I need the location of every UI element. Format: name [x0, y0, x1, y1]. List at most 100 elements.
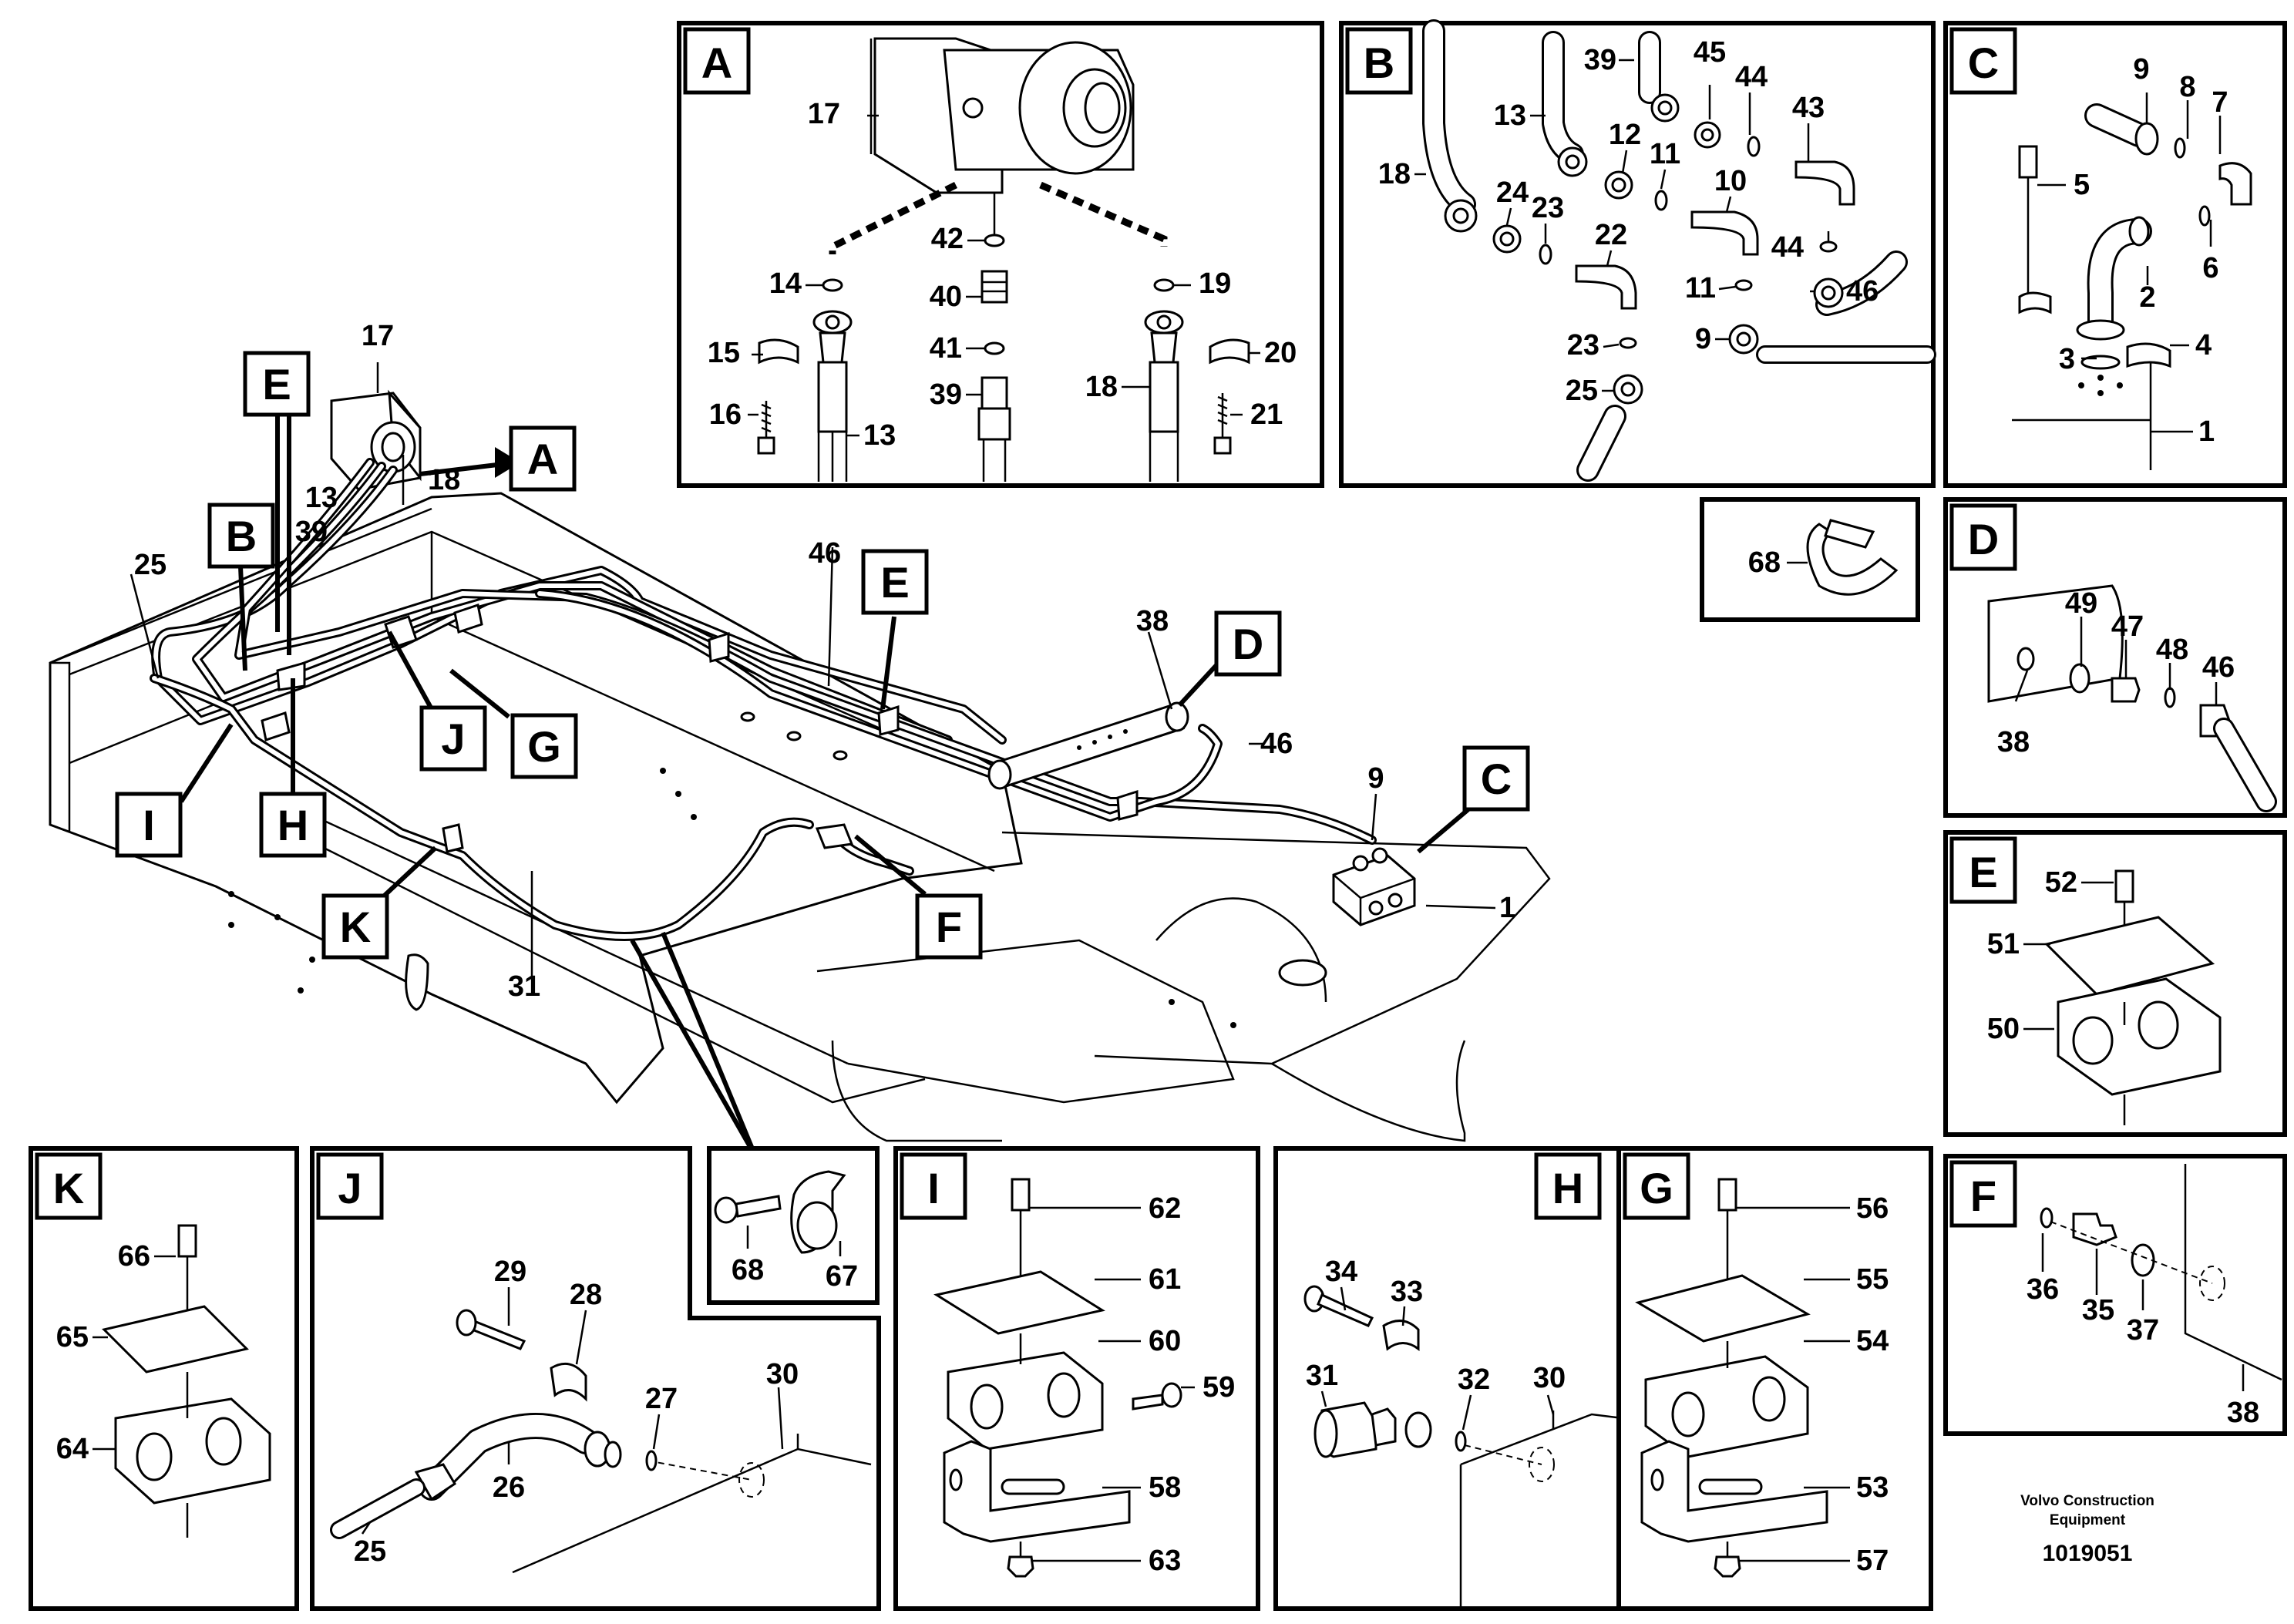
panel-c-letter: C — [1968, 39, 1999, 87]
part-label: 68 — [1748, 546, 1781, 579]
part-label: 47 — [2111, 610, 2144, 643]
part-label: 42 — [931, 223, 964, 255]
part-label: 65 — [56, 1321, 89, 1353]
panel-g-letter: G — [1640, 1164, 1673, 1212]
part-label: 46 — [1846, 275, 1879, 308]
part-label: 19 — [1199, 267, 1231, 300]
callout-a: A — [527, 435, 558, 483]
part-label: 9 — [1367, 762, 1384, 795]
panel-b: B — [1339, 19, 1936, 488]
part-label: 31 — [508, 970, 540, 1003]
panel-i: I 62 61 60 59 58 63 — [893, 1146, 1260, 1611]
part-label: 30 — [766, 1358, 799, 1390]
part-label: 44 — [1771, 231, 1804, 264]
company-name-line2: Equipment — [2050, 1512, 2126, 1528]
panel-c: C 9 8 7 5 6 2 3 4 — [1943, 21, 2287, 488]
footer: Volvo Construction Equipment 1019051 — [2020, 1493, 2154, 1566]
part-label: 68 — [732, 1254, 764, 1286]
part-label: 51 — [1987, 928, 2020, 960]
part-label: 44 — [1735, 61, 1768, 93]
part-label: 32 — [1458, 1363, 1490, 1396]
part-label: 40 — [930, 281, 962, 313]
callout-j: J — [441, 714, 465, 763]
part-label: 46 — [2202, 651, 2235, 684]
panel-d: D 49 47 48 46 38 — [1943, 497, 2287, 818]
part-label: 10 — [1714, 165, 1747, 197]
panel-j-letter: J — [338, 1164, 362, 1212]
part-label: 36 — [2027, 1273, 2059, 1306]
panel-b-letter: B — [1364, 39, 1394, 87]
part-label: 53 — [1856, 1471, 1889, 1504]
part-label: 48 — [2156, 634, 2188, 666]
part-label: 31 — [1306, 1360, 1338, 1392]
part-label: 34 — [1325, 1256, 1357, 1288]
panel-clip: 68 67 — [707, 1146, 880, 1305]
callout-e: E — [262, 360, 291, 409]
main-assembly: 17 13 18 39 25 46 38 46 9 1 31 — [49, 320, 1551, 1158]
part-label: 22 — [1595, 219, 1627, 251]
panel-k-letter: K — [53, 1164, 84, 1212]
panel-d-letter: D — [1968, 515, 1999, 563]
panel-h-letter: H — [1552, 1164, 1583, 1212]
part-label: 33 — [1391, 1276, 1423, 1308]
part-label: 41 — [930, 332, 962, 365]
part-label: 14 — [769, 267, 802, 300]
part-label: 35 — [2082, 1294, 2114, 1326]
part-label: 1 — [1499, 892, 1515, 924]
part-label: 39 — [295, 516, 328, 548]
part-label: 30 — [1533, 1362, 1566, 1394]
part-label: 46 — [809, 537, 841, 570]
callout-k: K — [340, 903, 371, 951]
part-label: 26 — [493, 1471, 525, 1504]
part-label: 39 — [930, 378, 962, 411]
part-label: 3 — [2059, 343, 2075, 375]
panel-e-letter: E — [1969, 848, 1997, 896]
part-label: 52 — [2045, 866, 2077, 899]
part-label: 27 — [645, 1383, 678, 1415]
part-label: 55 — [1856, 1263, 1889, 1296]
callout-b: B — [226, 512, 257, 560]
part-label: 67 — [826, 1260, 858, 1293]
panel-a: A — [677, 21, 1324, 488]
panel-j: J 29 28 27 30 26 25 — [310, 1146, 881, 1611]
callout-e: E — [880, 558, 909, 607]
part-label: 43 — [1792, 92, 1825, 124]
part-label: 38 — [2227, 1397, 2259, 1429]
part-label: 13 — [863, 419, 896, 452]
panel-g: G 56 55 54 53 57 — [1616, 1146, 1933, 1611]
part-label: 25 — [134, 549, 166, 581]
part-label: 21 — [1250, 398, 1283, 431]
part-label: 56 — [1856, 1192, 1889, 1225]
part-label: 18 — [1378, 158, 1411, 190]
drawing-number: 1019051 — [2043, 1541, 2133, 1566]
part-label: 39 — [1584, 44, 1616, 76]
part-label: 9 — [1695, 323, 1711, 355]
part-label: 6 — [2202, 252, 2218, 284]
panel-a-letter: A — [701, 39, 732, 87]
part-label: 45 — [1694, 36, 1726, 69]
callout-g: G — [527, 722, 561, 771]
part-label: 58 — [1149, 1471, 1181, 1504]
callout-i: I — [143, 801, 155, 849]
part-label: 25 — [354, 1535, 386, 1568]
part-label: 57 — [1856, 1545, 1889, 1577]
part-label: 38 — [1136, 605, 1169, 637]
part-label: 13 — [305, 482, 338, 514]
part-label: 17 — [808, 98, 840, 130]
part-label: 59 — [1202, 1371, 1235, 1404]
callout-boxes: E B I H J G K F E D C A — [115, 351, 1530, 960]
part-label: 5 — [2074, 169, 2090, 201]
callout-d: D — [1233, 620, 1263, 668]
part-label: 25 — [1566, 375, 1598, 407]
callout-h: H — [278, 801, 308, 849]
part-label: 61 — [1149, 1263, 1181, 1296]
part-label: 60 — [1149, 1325, 1181, 1357]
part-label: 62 — [1149, 1192, 1181, 1225]
panel-f-letter: F — [1970, 1172, 1996, 1220]
part-label: 46 — [1260, 728, 1293, 760]
panel-i-letter: I — [927, 1164, 940, 1212]
part-label: 37 — [2127, 1314, 2159, 1347]
part-label: 64 — [56, 1433, 89, 1465]
part-label: 63 — [1149, 1545, 1181, 1577]
